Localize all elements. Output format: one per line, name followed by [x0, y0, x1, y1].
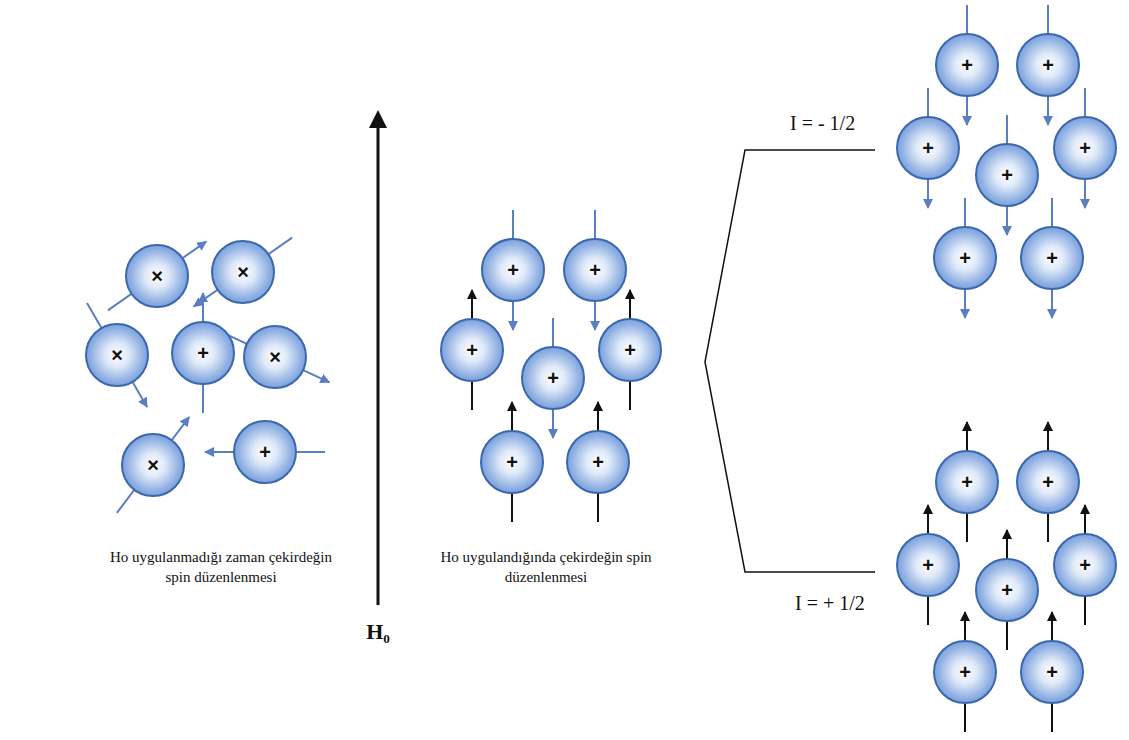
spin-sign: +	[592, 452, 604, 472]
nucleus-circle: ×	[125, 244, 189, 308]
nucleus-circle: ×	[85, 323, 149, 387]
caption-text: Ho uygulanmadığı zaman çekirdeğin spin d…	[105, 548, 337, 587]
nucleus-circle: +	[481, 238, 545, 302]
nucleus-circle: +	[440, 318, 504, 382]
spin-sign: +	[259, 442, 271, 462]
spin-arrow	[108, 242, 206, 311]
nucleus-circle: +	[566, 430, 630, 494]
nucleus-circle: +	[896, 116, 960, 180]
nucleus-circle: +	[1053, 116, 1117, 180]
nucleus-circle: +	[1053, 533, 1117, 597]
nucleus-circle: +	[933, 226, 997, 290]
spin-sign: +	[922, 138, 934, 158]
spin-sign: +	[197, 343, 209, 363]
caption-text: Ho uygulandığında çekirdeğin spin düzenl…	[430, 548, 662, 587]
nucleus-circle: +	[933, 640, 997, 704]
field-arrow-shaft	[377, 126, 380, 605]
nucleus-circle: ×	[211, 240, 275, 304]
nucleus-circle: +	[598, 318, 662, 382]
spin-sign: +	[1046, 248, 1058, 268]
nucleus-circle: +	[975, 558, 1039, 622]
nucleus-circle: +	[935, 33, 999, 97]
spin-sign: +	[1001, 580, 1013, 600]
spin-sign: +	[961, 55, 973, 75]
spin-arrow	[117, 417, 189, 513]
nucleus-circle: +	[935, 450, 999, 514]
spin-sign: +	[507, 260, 519, 280]
nucleus-circle: +	[1016, 33, 1080, 97]
spin-sign: +	[959, 662, 971, 682]
spin-sign: +	[1001, 165, 1013, 185]
nucleus-circle: +	[233, 420, 297, 484]
spin-sign: ×	[111, 345, 123, 365]
nucleus-circle: +	[171, 321, 235, 385]
spin-sign: +	[1042, 472, 1054, 492]
spin-sign: +	[466, 340, 478, 360]
spin-sign: ×	[147, 455, 159, 475]
spin-sign: +	[1079, 138, 1091, 158]
nucleus-circle: +	[975, 143, 1039, 207]
spin-arrow	[194, 238, 292, 307]
nucleus-circle: +	[1020, 640, 1084, 704]
spin-sign: ×	[237, 262, 249, 282]
nucleus-circle: ×	[121, 433, 185, 497]
spin-sign: ×	[269, 347, 281, 367]
spin-sign: +	[922, 555, 934, 575]
spin-sign: +	[506, 452, 518, 472]
spin-sign: +	[1046, 662, 1058, 682]
nucleus-circle: +	[1020, 226, 1084, 290]
spin-sign: +	[547, 368, 559, 388]
spin-sign: +	[961, 472, 973, 492]
nucleus-circle: ×	[243, 325, 307, 389]
nucleus-circle: +	[896, 533, 960, 597]
spin-state-label: I = + 1/2	[795, 590, 905, 616]
spin-sign: +	[589, 260, 601, 280]
spin-sign: +	[1042, 55, 1054, 75]
field-arrow-head	[369, 110, 387, 128]
nucleus-circle: +	[521, 346, 585, 410]
nucleus-circle: +	[480, 430, 544, 494]
nucleus-circle: +	[1016, 450, 1080, 514]
spin-sign: ×	[151, 266, 163, 286]
nucleus-circle: +	[563, 238, 627, 302]
spin-sign: +	[624, 340, 636, 360]
energy-split-bracket	[705, 150, 875, 572]
spin-state-label: I = - 1/2	[790, 110, 900, 136]
spin-sign: +	[959, 248, 971, 268]
field-label: H₀	[348, 618, 408, 647]
spin-sign: +	[1079, 555, 1091, 575]
